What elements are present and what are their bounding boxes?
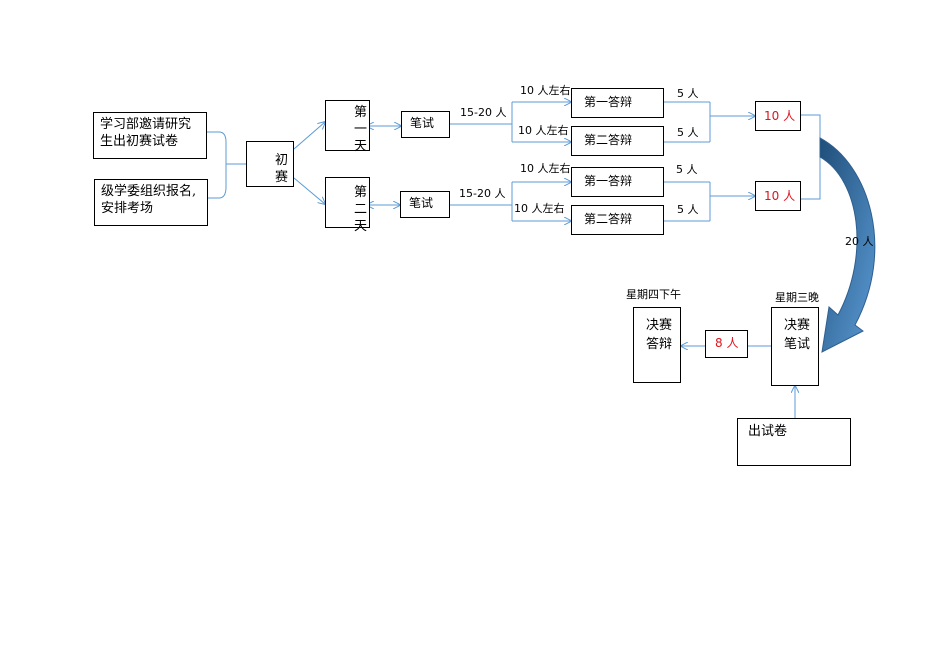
final-papers-text: 出试卷	[748, 424, 788, 439]
count-label-5-d: 5 人	[677, 203, 699, 216]
preliminary-box: 初赛	[246, 141, 294, 187]
organize-registration-text: 级学委组织报名,安排考场	[101, 184, 197, 216]
count-label-5-a: 5 人	[677, 87, 699, 100]
defense-room4-text: 第二答辩	[584, 212, 633, 226]
time-label-thursday-afternoon: 星期四下午	[626, 288, 681, 301]
count-label-10-b: 10 人左右	[518, 124, 569, 137]
prelim-to-day1	[293, 122, 325, 150]
merge-bracket	[207, 131, 227, 199]
count-label-10-a: 10 人左右	[520, 84, 571, 97]
top10-box-a: 10 人	[755, 101, 801, 131]
count-label-5-b: 5 人	[677, 126, 699, 139]
top10-box-b: 10 人	[755, 181, 801, 211]
defense-room2-text: 第二答辩	[584, 133, 633, 147]
count-label-5-c: 5 人	[676, 163, 698, 176]
top8-box: 8 人	[705, 330, 748, 358]
prepare-papers-text: 学习部邀请研究生出初赛试卷	[100, 117, 192, 149]
top10-text-b: 10 人	[764, 189, 796, 203]
curved-arrow	[819, 137, 876, 353]
final-written-box: 决赛笔试	[771, 307, 819, 386]
defense-room2-box: 第二答辩	[571, 126, 664, 156]
time-label-wednesday-evening: 星期三晚	[775, 291, 819, 304]
defense-room4-box: 第二答辩	[571, 205, 664, 235]
final-defense-box: 决赛答辩	[633, 307, 681, 383]
day2-box: 第二天	[325, 177, 370, 234]
preliminary-text: 初赛	[275, 153, 289, 185]
day1-text: 第一天	[354, 105, 368, 154]
final-defense-text: 决赛答辩	[646, 318, 673, 352]
count-label-10-c: 10 人左右	[520, 162, 571, 175]
prelim-to-day2	[293, 177, 325, 204]
written-test-box-2: 笔试	[400, 191, 450, 218]
top8-text: 8 人	[715, 336, 739, 350]
defense-room3-text: 第一答辩	[584, 174, 633, 188]
defense-room3-box: 第一答辩	[571, 167, 664, 197]
prepare-papers-box: 学习部邀请研究生出初赛试卷	[93, 112, 207, 159]
right-bracket	[801, 114, 821, 200]
defense-room1-box: 第一答辩	[571, 88, 664, 118]
count-label-20: 20 人	[845, 235, 874, 248]
final-papers-box: 出试卷	[737, 418, 851, 466]
count-label-15-20-a: 15-20 人	[460, 106, 507, 119]
written-test-text-2: 笔试	[409, 196, 434, 210]
day2-text: 第二天	[354, 185, 368, 234]
written-test-box-1: 笔试	[401, 111, 450, 138]
day1-box: 第一天	[325, 100, 370, 154]
written-test-text-1: 笔试	[410, 116, 435, 130]
final-written-text: 决赛笔试	[784, 318, 811, 352]
count-label-15-20-b: 15-20 人	[459, 187, 506, 200]
organize-registration-box: 级学委组织报名,安排考场	[94, 179, 208, 226]
defense-room1-text: 第一答辩	[584, 95, 633, 109]
top10-text-a: 10 人	[764, 109, 796, 123]
count-label-10-d: 10 人左右	[514, 202, 565, 215]
